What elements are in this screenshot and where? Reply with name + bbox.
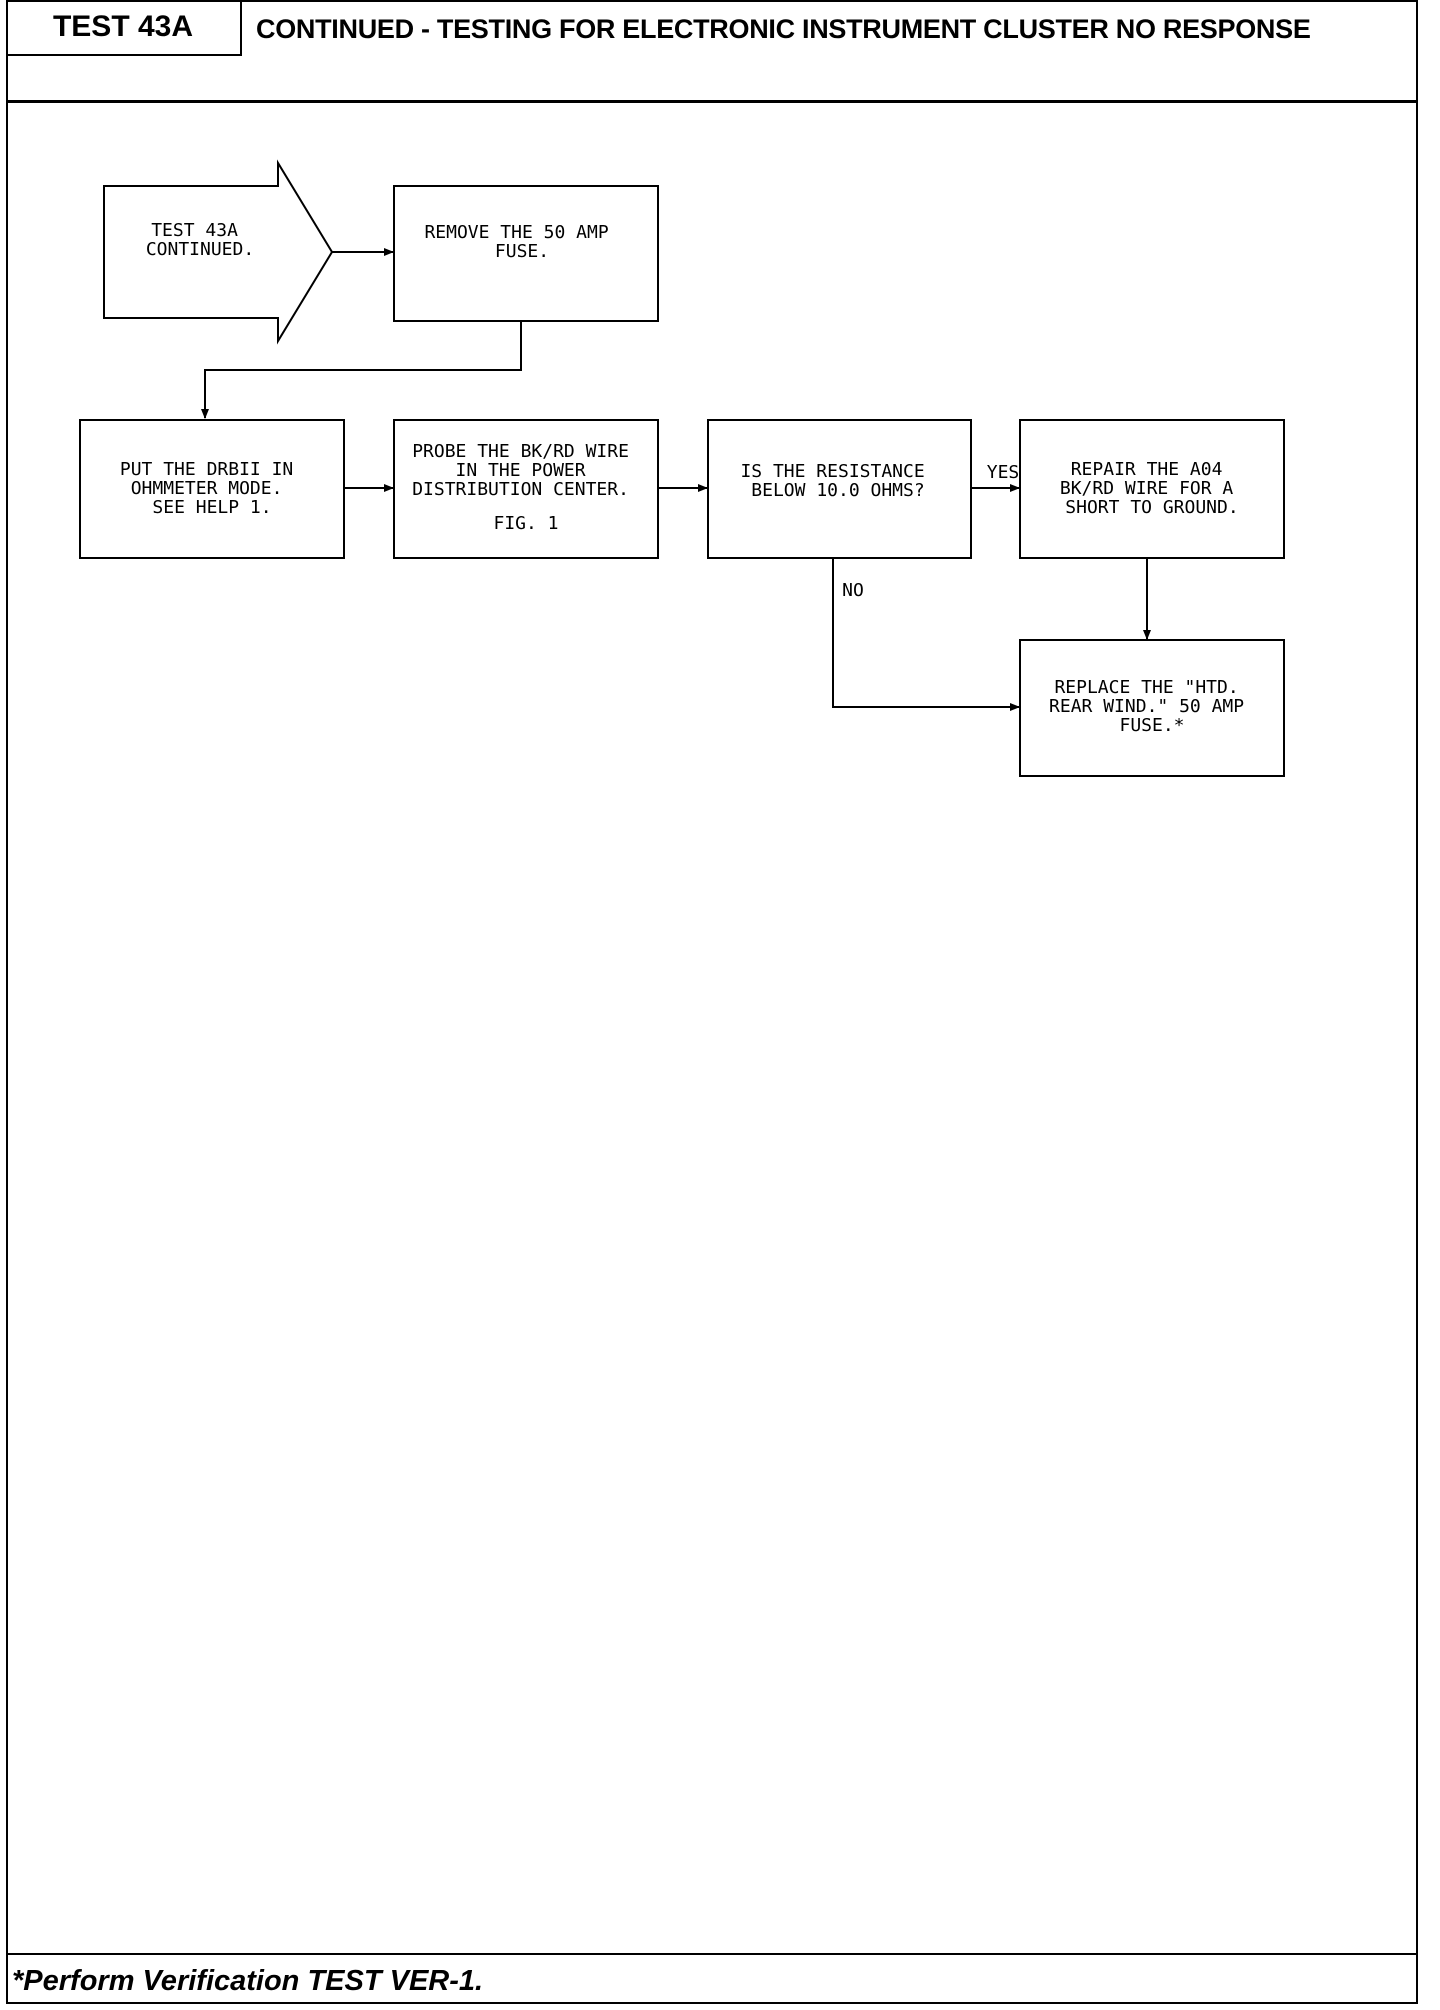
yes-label: YES [987, 462, 1020, 483]
start-arrow-shape [103, 159, 334, 345]
footer-note: *Perform Verification TEST VER-1. [12, 1965, 484, 1997]
no-label: NO [842, 580, 864, 601]
remove-fuse-box [393, 185, 659, 322]
repair-box [1019, 419, 1285, 559]
repair-text: REPAIR THE A04 BK/RD WIRE FOR A SHORT TO… [1060, 459, 1244, 518]
page-frame [6, 0, 1418, 2004]
remove-fuse-text: REMOVE THE 50 AMP FUSE. [424, 222, 619, 262]
start-text: TEST 43A CONTINUED. [146, 220, 254, 260]
probe-text: PROBE THE BK/RD WIRE IN THE POWER DISTRI… [412, 441, 640, 534]
test-id-label: TEST 43A [6, 0, 242, 56]
page-header: TEST 43A CONTINUED - TESTING FOR ELECTRO… [6, 0, 1418, 103]
replace-box [1019, 639, 1285, 777]
nodes [79, 159, 1285, 777]
probe-box [393, 419, 659, 559]
connector-decision-to-replace [832, 559, 1020, 711]
page-footer: *Perform Verification TEST VER-1. [6, 1953, 1418, 2004]
page-title: CONTINUED - TESTING FOR ELECTRONIC INSTR… [256, 14, 1311, 44]
ohmmeter-box [79, 419, 345, 559]
replace-text: REPLACE THE "HTD. REAR WIND." 50 AMP FUS… [1049, 677, 1255, 736]
decision-box [707, 419, 972, 559]
connector-remove-to-ohmmeter [201, 321, 522, 419]
decision-text: IS THE RESISTANCE BELOW 10.0 OHMS? [740, 461, 935, 501]
connectors [201, 248, 1151, 711]
ohmmeter-text: PUT THE DRBII IN OHMMETER MODE. SEE HELP… [120, 459, 304, 518]
